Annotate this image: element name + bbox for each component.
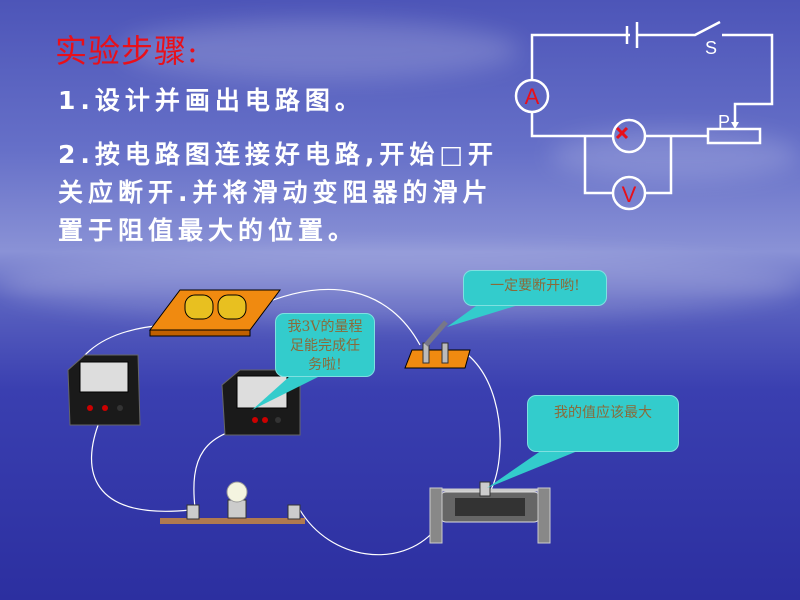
battery-holder bbox=[149, 289, 281, 337]
ammeter-label: A bbox=[525, 84, 540, 109]
cloud bbox=[120, 20, 520, 80]
slider-label: P bbox=[718, 112, 730, 132]
bulb-board bbox=[160, 481, 305, 524]
callout-switch: 一定要断开哟! bbox=[463, 270, 607, 306]
voltmeter-label: V bbox=[622, 182, 637, 207]
callout-tail bbox=[252, 376, 320, 410]
callout-tail bbox=[487, 448, 585, 488]
ammeter-device bbox=[67, 354, 141, 426]
switch-label: S bbox=[705, 38, 717, 58]
rheostat-symbol bbox=[706, 127, 762, 145]
cloud bbox=[0, 250, 800, 320]
callout-rheostat: 我的值应该最大 bbox=[527, 395, 679, 452]
cloud bbox=[550, 130, 800, 180]
callout-voltmeter: 我3V的量程足能完成任务啦! bbox=[275, 313, 375, 377]
cross-icon bbox=[615, 126, 629, 140]
page-title: 实验步骤: bbox=[55, 32, 199, 70]
circuit-diagram bbox=[514, 20, 774, 211]
step-2: 2.按电路图连接好电路,开始□开关应断开.并将滑动变阻器的滑片置于阻值最大的位置… bbox=[58, 140, 499, 245]
knife-switch bbox=[404, 320, 471, 369]
callout-tail bbox=[447, 303, 525, 327]
step-1: 1.设计并画出电路图。 bbox=[58, 86, 365, 115]
rheostat-device bbox=[429, 481, 551, 544]
